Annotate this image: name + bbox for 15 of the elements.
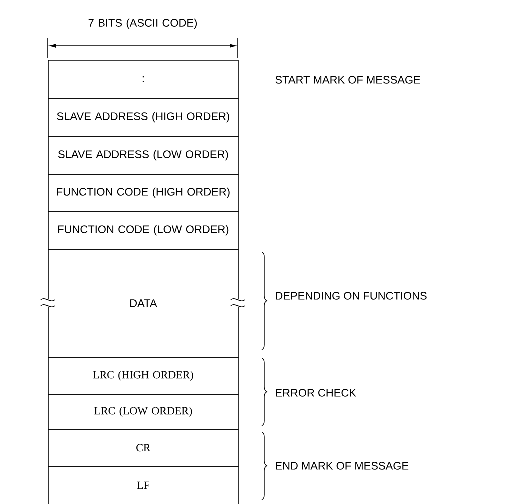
field-box: FUNCTION CODE (HIGH ORDER) (48, 174, 239, 212)
note: ERROR CHECK (276, 389, 356, 397)
field-box: FUNCTION CODE (LOW ORDER) (48, 211, 239, 250)
field-box: DATA (40, 249, 246, 358)
field-box: SLAVE ADDRESS (LOW ORDER) (48, 136, 239, 175)
dimension-label: 7 BITS (ASCII CODE) (88, 18, 198, 30)
note: DEPENDING ON FUNCTIONS (276, 292, 427, 300)
field-box: LF (48, 466, 239, 504)
field-box: LRC (HIGH ORDER) (48, 357, 239, 395)
field-box: LRC (LOW ORDER) (48, 394, 239, 430)
note: START MARK OF MESSAGE (276, 76, 420, 84)
field-box: : (48, 60, 239, 99)
field-box: CR (48, 429, 239, 467)
note: END MARK OF MESSAGE (276, 462, 409, 470)
field-box: SLAVE ADDRESS (HIGH ORDER) (48, 98, 239, 137)
